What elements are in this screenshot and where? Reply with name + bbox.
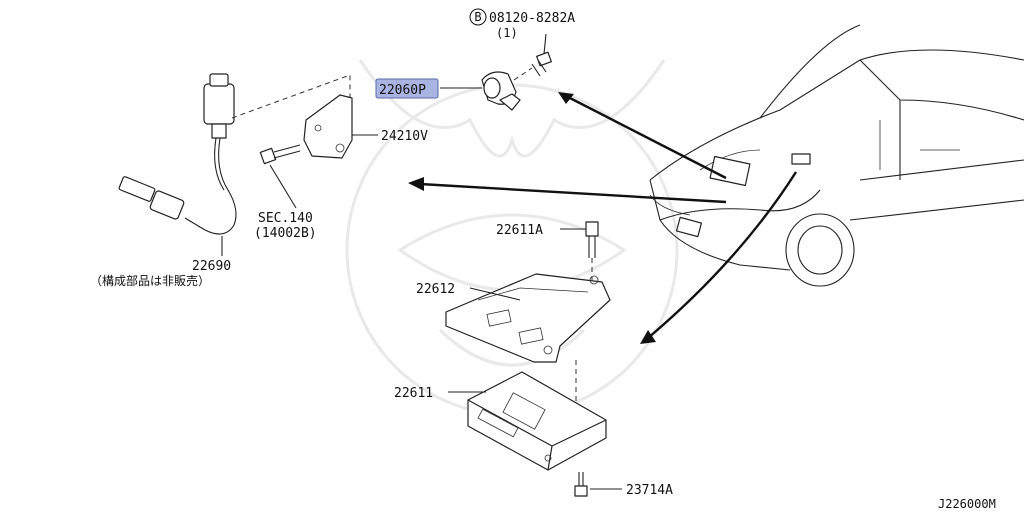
bolt-top-qty: (1) [496, 26, 518, 40]
ecm-bracket-label[interactable]: 22612 [416, 282, 455, 297]
o2-sensor-note: （構成部品は非販売） [90, 273, 210, 288]
car-illustration [649, 24, 1024, 287]
sensor-bolt [531, 33, 552, 77]
highlight-box [375, 78, 439, 99]
ecm-lower-bolt [574, 472, 622, 497]
o2-sensor-label[interactable]: 22690 [192, 259, 231, 274]
oxygen-sensor [118, 73, 237, 256]
knock-sensor-label[interactable]: 22060P [379, 83, 426, 98]
bolt-top-code: 08120-8282A [489, 11, 575, 26]
bolt-top-callout: B 08120-8282A (1) [469, 8, 575, 40]
ecm-label[interactable]: 22611 [394, 386, 433, 401]
bracket-bolt [259, 144, 301, 209]
ecm-unit [448, 371, 607, 471]
ecm-bolt-label[interactable]: 22611A [496, 223, 543, 238]
knock-sensor [440, 67, 533, 111]
section-ref-line2: (14002B) [254, 226, 317, 241]
bracket-label[interactable]: 24210V [381, 129, 428, 144]
pointer-arrows [408, 92, 798, 344]
section-ref-line1[interactable]: SEC.140 [258, 211, 313, 226]
ecm-upper-bolt [560, 221, 599, 280]
ecm-bracket [445, 273, 611, 363]
ecm-lower-bolt-label[interactable]: 23714A [626, 483, 673, 498]
bracket-24210v [303, 94, 378, 159]
circle-letter: B [474, 10, 481, 24]
figure-code: J226000M [938, 497, 996, 511]
